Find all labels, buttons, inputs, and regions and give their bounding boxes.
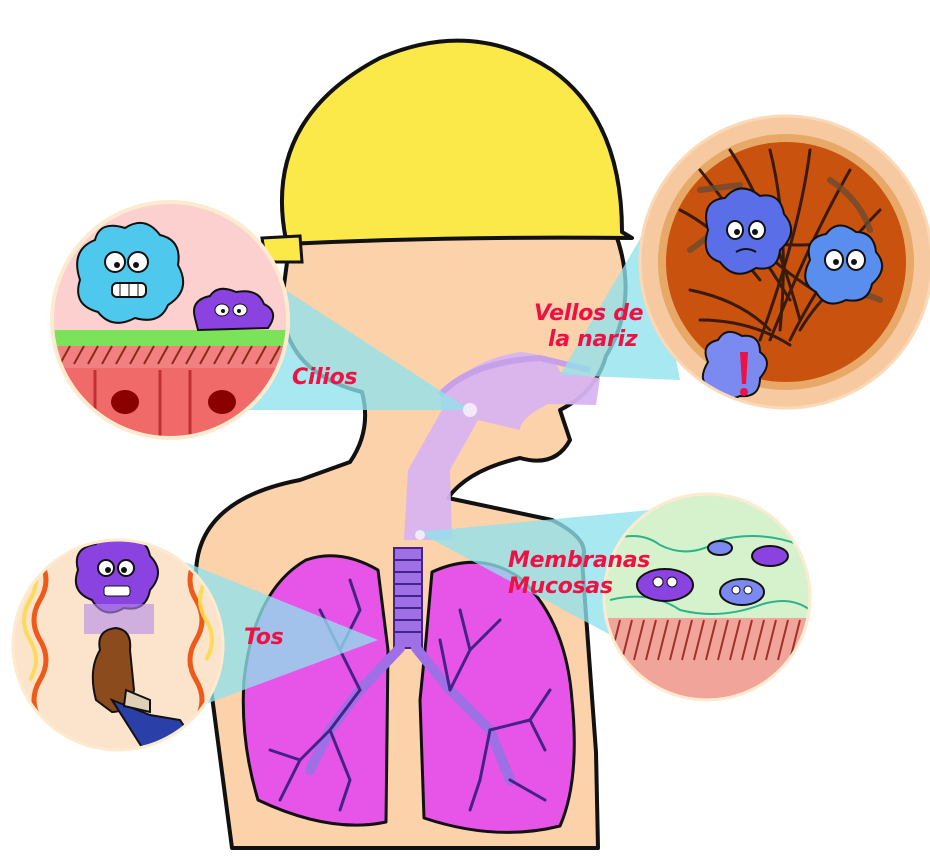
label-tos: Tos xyxy=(244,626,283,650)
label-nariz: la nariz xyxy=(548,328,637,352)
germ-icon xyxy=(637,569,693,601)
label-mucosas: Mucosas xyxy=(508,575,613,599)
label-vellos: Vellos de xyxy=(534,302,643,326)
trachea xyxy=(394,548,422,648)
cilia-inset xyxy=(50,200,290,448)
label-membranas: Membranas xyxy=(508,549,650,573)
label-cilios: Cilios xyxy=(292,366,357,390)
helmet-icon xyxy=(262,41,632,262)
mucus-focus-point xyxy=(415,530,425,540)
nose-hair-inset xyxy=(640,116,930,408)
cilia-focus-point xyxy=(463,403,477,417)
germ-icon xyxy=(720,579,764,605)
germ-icon xyxy=(76,535,158,634)
